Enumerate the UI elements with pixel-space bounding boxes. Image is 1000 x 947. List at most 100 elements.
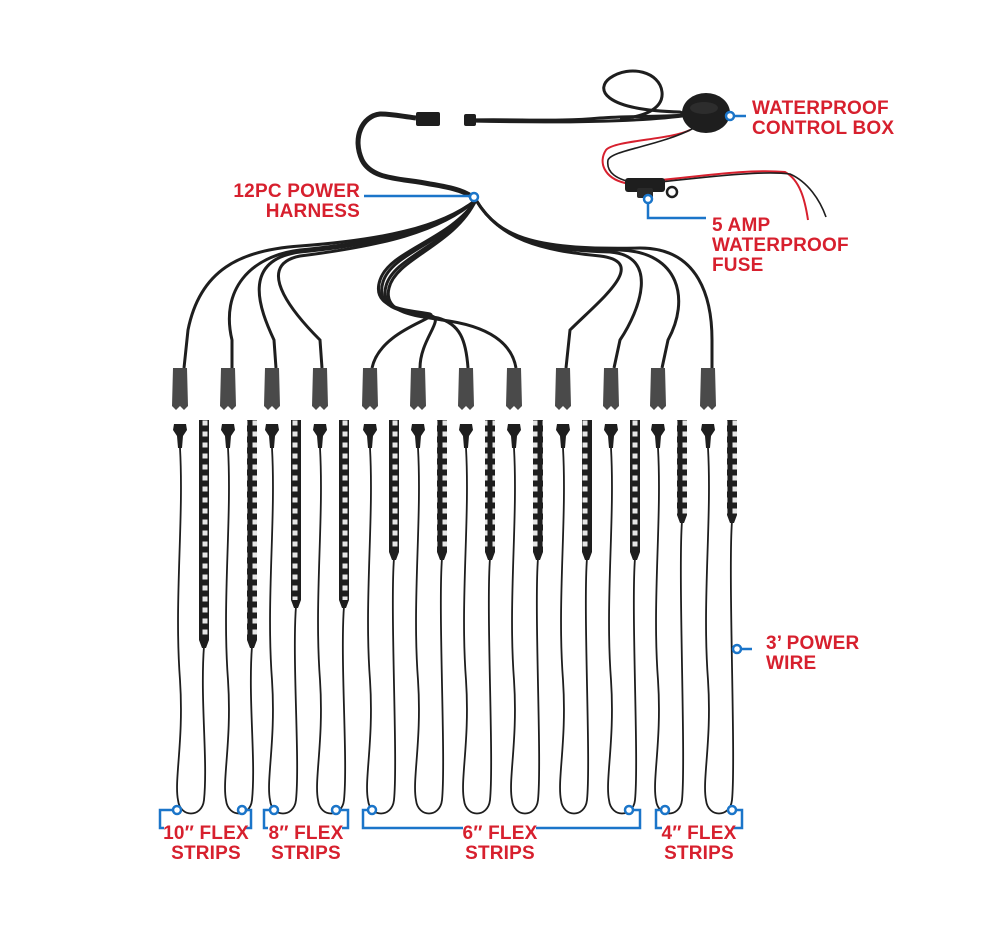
power-wire [704, 447, 735, 815]
label-control-box: WATERPROOF CONTROL BOX [752, 99, 894, 139]
label-line: 5 AMP [712, 215, 771, 236]
label-line: HARNESS [265, 201, 360, 222]
power-wire [654, 447, 685, 815]
label-line: STRIPS [465, 843, 535, 864]
harness-connector-icon [650, 368, 666, 410]
label-line: STRIPS [271, 843, 341, 864]
label-line: WATERPROOF [752, 98, 889, 119]
label-line: FUSE [712, 255, 764, 276]
flex-strip-6in [556, 420, 592, 815]
fuse-icon [625, 178, 679, 199]
power-wire [224, 447, 255, 815]
flex-strip-10in [221, 420, 257, 815]
power-harness [355, 111, 478, 202]
power-wire [559, 447, 590, 815]
harness-connector-icon [264, 368, 280, 410]
flex-strip-4in [651, 420, 687, 815]
harness-connector-icon [410, 368, 426, 410]
led-strip [389, 420, 399, 552]
label-line: 12PC POWER [233, 181, 360, 202]
label-line: 4″ FLEX [661, 823, 737, 844]
strip-plug-icon [221, 424, 235, 448]
led-strip [291, 420, 301, 600]
control-box-cable-loop [469, 69, 686, 122]
harness-plug [416, 112, 440, 126]
power-wire [414, 447, 445, 815]
harness-connector-icon [458, 368, 474, 410]
flex-strip-6in [411, 420, 447, 815]
power-wire [176, 447, 207, 815]
strip-plug-icon [363, 424, 377, 448]
led-strip [247, 420, 257, 640]
harness-branch [386, 199, 518, 369]
led-strip [533, 420, 543, 552]
label-line: 10″ FLEX [163, 823, 249, 844]
harness-connector-icon [312, 368, 328, 410]
label-line: WATERPROOF [712, 235, 849, 256]
strip-plug-icon [265, 424, 279, 448]
strip-end-cap [291, 600, 301, 608]
label-flex-4: 4″ FLEX STRIPS [649, 824, 749, 864]
control-box-plug [464, 114, 476, 126]
harness-connector-icon [555, 368, 571, 410]
flex-strip-10in [173, 420, 209, 815]
harness-branches [172, 198, 716, 410]
strip-plug-icon [313, 424, 327, 448]
flex-strip-6in [459, 420, 495, 815]
flex-strips [173, 420, 737, 815]
power-wire [366, 447, 397, 815]
flex-strip-6in [507, 420, 543, 815]
strip-plug-icon [651, 424, 665, 448]
led-strip [339, 420, 349, 600]
led-strip [582, 420, 592, 552]
strip-plug-icon [556, 424, 570, 448]
strip-end-cap [727, 515, 737, 523]
harness-branch [227, 198, 477, 368]
power-wire [510, 447, 541, 815]
strip-end-cap [533, 552, 543, 560]
flex-strip-8in [265, 420, 301, 815]
strip-plug-icon [411, 424, 425, 448]
label-flex-10: 10″ FLEX STRIPS [146, 824, 266, 864]
strip-end-cap [485, 552, 495, 560]
led-strip [727, 420, 737, 515]
power-wire [316, 447, 347, 815]
power-wire [462, 447, 493, 815]
harness-branch [474, 199, 681, 369]
strip-end-cap [199, 640, 209, 648]
strip-plug-icon [459, 424, 473, 448]
harness-branch [257, 198, 477, 369]
led-strip [437, 420, 447, 552]
red-wire [601, 129, 809, 221]
label-line: 8″ FLEX [268, 823, 344, 844]
harness-connector-icon [172, 368, 188, 410]
harness-connector-icon [506, 368, 522, 410]
led-strip [485, 420, 495, 552]
label-line: CONTROL BOX [752, 118, 895, 139]
label-line: WIRE [766, 653, 817, 674]
label-line: 6″ FLEX [462, 823, 538, 844]
harness-connector-icon [603, 368, 619, 410]
strip-end-cap [389, 552, 399, 560]
control-box-assembly [469, 69, 827, 221]
label-line: STRIPS [664, 843, 734, 864]
flex-strip-4in [701, 420, 737, 815]
flex-strip-6in [604, 420, 640, 815]
label-flex-8: 8″ FLEX STRIPS [256, 824, 356, 864]
strip-end-cap [339, 600, 349, 608]
harness-connector-icon [220, 368, 236, 410]
harness-branch [474, 199, 714, 368]
led-strip [677, 420, 687, 515]
callout-fuse [646, 199, 706, 220]
strip-end-cap [582, 552, 592, 560]
power-wire [607, 447, 638, 815]
harness-connector-icon [362, 368, 378, 410]
led-strip [630, 420, 640, 552]
label-fuse: 5 AMP WATERPROOF FUSE [712, 216, 849, 276]
callouts [158, 110, 752, 830]
flex-strip-6in [363, 420, 399, 815]
strip-end-cap [677, 515, 687, 523]
power-wire [268, 447, 299, 815]
led-strip [199, 420, 209, 640]
